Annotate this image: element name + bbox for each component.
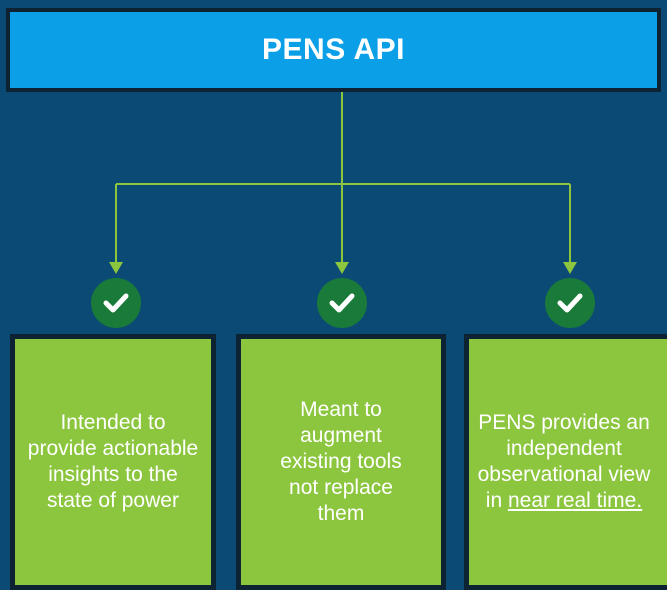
card-observational-text: PENS provides an independent observation… [469, 410, 667, 514]
title-box: PENS API [6, 8, 661, 92]
check-circle-icon [317, 278, 367, 328]
card-observational-text-plain: PENS provides an independent observation… [477, 411, 651, 512]
card-insights: Intended to provide actionable insights … [10, 334, 216, 590]
card-observational-text-underlined: near real time. [507, 489, 643, 512]
card-augment-text: Meant to augment existing tools not repl… [280, 398, 402, 525]
check-circle-icon [91, 278, 141, 328]
arrowhead-right [563, 262, 577, 274]
diagram-title: PENS API [262, 33, 405, 66]
card-insights-text: Intended to provide actionable insights … [27, 411, 199, 512]
arrowhead-left [109, 262, 123, 274]
card-observational: PENS provides an independent observation… [464, 334, 667, 590]
arrowhead-middle [335, 262, 349, 274]
check-circle-icon [545, 278, 595, 328]
card-augment: Meant to augment existing tools not repl… [236, 334, 446, 590]
